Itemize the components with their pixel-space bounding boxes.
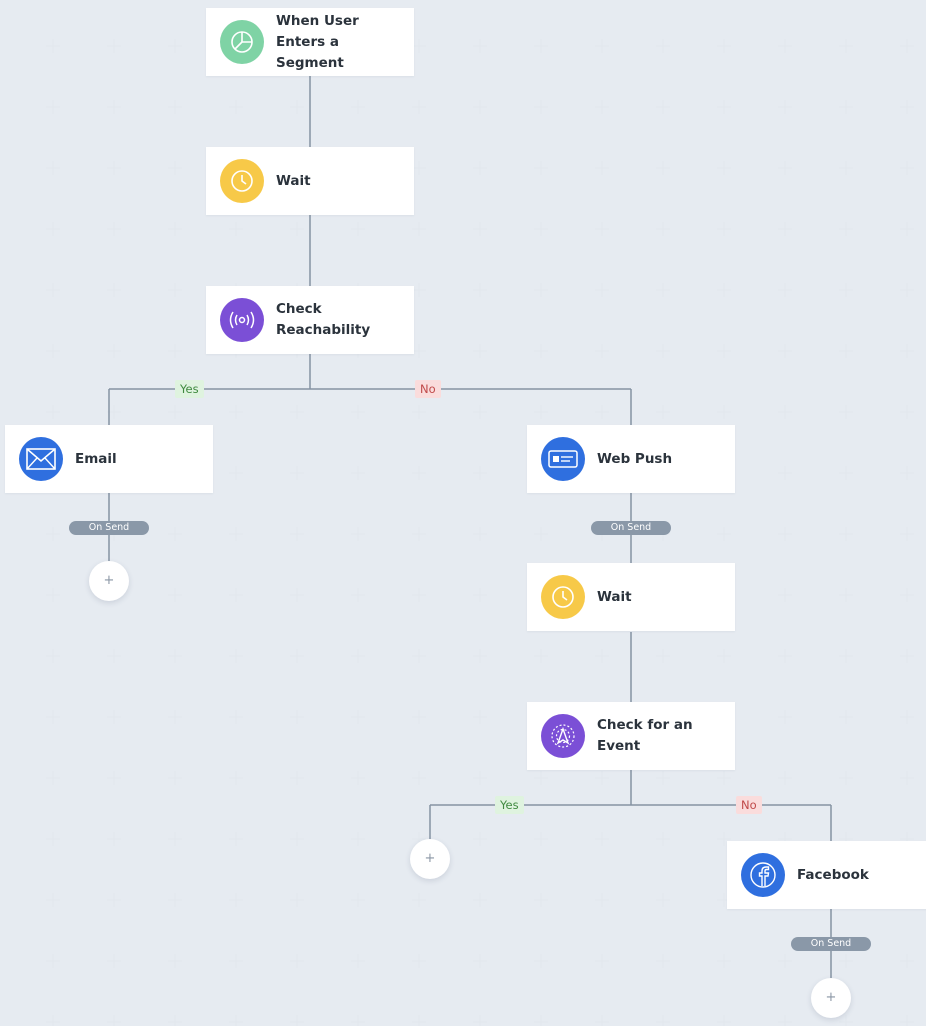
branch-no-label: No xyxy=(736,796,762,814)
node-web-push[interactable]: Web Push xyxy=(527,425,735,493)
node-when-user-enters-segment[interactable]: When User Enters a Segment xyxy=(206,8,414,76)
clock-icon xyxy=(220,159,264,203)
node-label: Wait xyxy=(597,588,632,605)
on-send-pill: On Send xyxy=(591,521,671,535)
on-send-pill: On Send xyxy=(69,521,149,535)
facebook-icon xyxy=(741,853,785,897)
segment-pie-icon xyxy=(220,20,264,64)
branch-yes-label: Yes xyxy=(175,380,204,398)
add-step-button[interactable]: + xyxy=(410,839,450,879)
clock-icon xyxy=(541,575,585,619)
envelope-icon xyxy=(19,437,63,481)
node-label: When User Enters a Segment xyxy=(276,12,359,71)
branch-no-label: No xyxy=(415,380,441,398)
node-wait[interactable]: Wait xyxy=(206,147,414,215)
node-label: Check Reachability xyxy=(276,301,371,338)
event-target-icon xyxy=(541,714,585,758)
node-label: Wait xyxy=(276,172,311,189)
branch-yes-label: Yes xyxy=(495,796,524,814)
add-step-button[interactable]: + xyxy=(89,561,129,601)
node-label: Facebook xyxy=(797,866,869,883)
node-facebook[interactable]: Facebook xyxy=(727,841,926,909)
node-label: Check for an Event xyxy=(597,717,693,754)
node-check-for-event[interactable]: Check for an Event xyxy=(527,702,735,770)
web-push-icon xyxy=(541,437,585,481)
node-email[interactable]: Email xyxy=(5,425,213,493)
node-label: Web Push xyxy=(597,450,673,467)
node-check-reachability[interactable]: Check Reachability xyxy=(206,286,414,354)
add-step-button[interactable]: + xyxy=(811,978,851,1018)
node-wait[interactable]: Wait xyxy=(527,563,735,631)
on-send-pill: On Send xyxy=(791,937,871,951)
broadcast-icon xyxy=(220,298,264,342)
node-label: Email xyxy=(75,450,117,467)
